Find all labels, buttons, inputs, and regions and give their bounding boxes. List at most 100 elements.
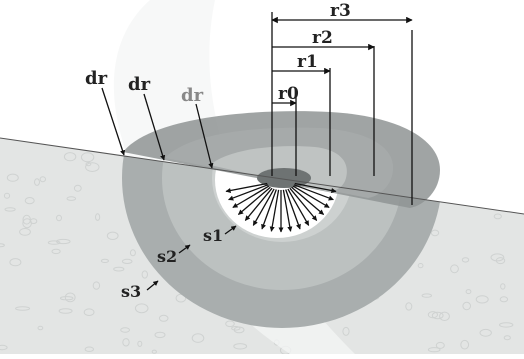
- soil-speckle: [158, 314, 169, 322]
- soil-speckle: [503, 335, 511, 341]
- current-arrow: [287, 188, 310, 226]
- soil-speckle: [85, 162, 92, 167]
- s1-label: s1: [203, 226, 223, 245]
- soil-speckle: [475, 295, 489, 304]
- soil-speckle: [500, 283, 506, 290]
- soil-speckle: [479, 328, 492, 337]
- soil-speckle: [499, 296, 509, 303]
- soil-speckle: [64, 292, 76, 303]
- soil-speckle: [191, 333, 205, 343]
- soil-speckle: [95, 213, 101, 221]
- soil-speckle: [342, 326, 350, 336]
- soil-speckle: [151, 349, 157, 354]
- soil-speckle: [58, 308, 73, 314]
- soil-speckle: [113, 266, 125, 272]
- soil-speckle: [499, 322, 514, 328]
- dr-outer-label: dr: [85, 68, 108, 89]
- current-arrow: [289, 187, 318, 221]
- soil-speckle: [15, 306, 31, 311]
- soil-speckle: [80, 152, 95, 163]
- soil-speckle: [39, 176, 46, 183]
- soil-speckle: [84, 346, 95, 352]
- soil-speckle: [66, 196, 77, 201]
- dr-inner-label: dr: [181, 85, 204, 106]
- s2-label: s2: [157, 247, 177, 266]
- soil-speckle: [9, 258, 22, 267]
- soil-speckle: [490, 253, 505, 262]
- current-arrow: [291, 186, 325, 215]
- electrode-disk: [257, 168, 311, 188]
- soil-speckle: [417, 263, 424, 269]
- soil-speckle: [106, 231, 119, 241]
- soil-speckle: [3, 192, 11, 199]
- soil-speckle: [439, 311, 450, 321]
- soil-speckle: [92, 281, 101, 290]
- soil-speckle: [47, 240, 61, 245]
- soil-speckle: [154, 331, 166, 339]
- current-arrow: [293, 184, 334, 201]
- soil-speckle: [431, 311, 444, 320]
- current-arrow: [294, 182, 337, 194]
- s3-label: s3: [121, 282, 141, 301]
- soil-speckle: [19, 228, 31, 236]
- soil-speckle: [225, 320, 235, 328]
- soil-speckle: [0, 344, 8, 351]
- radius-dimensions: [271, 12, 413, 205]
- soil-speckle: [56, 238, 71, 245]
- soil-speckle: [460, 339, 470, 350]
- current-arrow: [292, 185, 330, 209]
- current-arrow: [232, 185, 270, 209]
- soil-speckle: [37, 325, 44, 331]
- soil-speckle: [141, 270, 149, 279]
- current-arrow: [261, 189, 277, 230]
- soil-speckle: [427, 311, 438, 319]
- soil-speckle: [129, 249, 136, 257]
- soil-speckle: [4, 207, 16, 212]
- current-arrow: [237, 186, 271, 215]
- soil-speckle: [100, 258, 110, 263]
- r2-label: r2: [312, 28, 333, 48]
- soil-speckle: [63, 152, 77, 162]
- soil-speckle: [51, 248, 61, 255]
- light-fan-shape: [113, 0, 355, 354]
- soil-speckle: [231, 326, 241, 331]
- soil-speckle: [462, 301, 472, 311]
- soil-speckle: [233, 343, 248, 350]
- soil-speckle: [405, 302, 413, 311]
- current-arrow: [269, 189, 280, 232]
- current-arrow: [225, 182, 268, 194]
- soil-speckle: [0, 243, 5, 248]
- soil-speckle: [22, 214, 31, 225]
- r1-label: r1: [297, 52, 318, 72]
- soil-speckle: [24, 197, 35, 205]
- soil-speckle: [83, 308, 95, 317]
- soil-speckle: [461, 257, 470, 263]
- current-arrow: [228, 184, 269, 201]
- dr-middle-label: dr: [128, 74, 151, 95]
- soil-speckle: [85, 162, 100, 173]
- soil-speckle: [22, 218, 32, 229]
- soil-speckle: [56, 214, 62, 222]
- current-arrow: [244, 187, 273, 221]
- soil-speckle: [120, 327, 130, 333]
- soil-speckle: [6, 173, 19, 182]
- soil-speckle: [73, 184, 82, 192]
- soil-speckle: [435, 341, 445, 349]
- current-arrow: [285, 189, 301, 230]
- soil-speckle: [137, 340, 143, 347]
- soil-speckle: [430, 229, 440, 237]
- soil-speckle: [121, 258, 133, 264]
- current-arrow: [252, 188, 275, 226]
- soil-speckle: [421, 293, 432, 298]
- soil-speckle: [34, 178, 40, 186]
- soil-speckle: [427, 347, 441, 353]
- dr-pointers: [101, 87, 214, 169]
- soil-speckle: [465, 289, 472, 295]
- ground-surface-disks: [123, 111, 440, 208]
- ground-surface-line: [0, 137, 524, 215]
- soil-speckle: [134, 303, 149, 314]
- r3-label: r3: [330, 1, 351, 21]
- r0-label: r0: [278, 84, 299, 104]
- current-arrow: [282, 189, 293, 232]
